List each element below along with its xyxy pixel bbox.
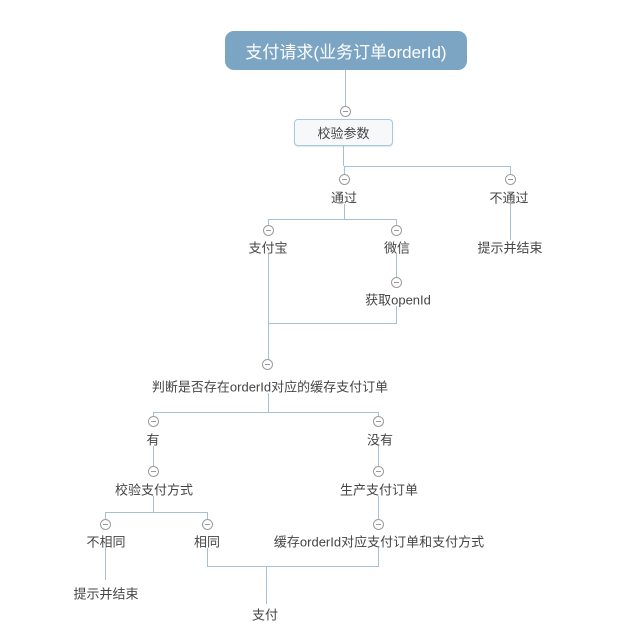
rail-checkmethod-children: [105, 512, 208, 513]
edge-cache-down: [378, 548, 379, 566]
rail-merge-to-pay: [207, 566, 379, 567]
topic-wechat[interactable]: 微信: [383, 240, 411, 256]
collapse-minus-icon[interactable]: [391, 225, 402, 236]
edge-createorder-to-cache: [378, 496, 379, 520]
collapse-minus-icon[interactable]: [340, 106, 351, 117]
edge-checkmethod-down: [153, 496, 154, 512]
edge-alipay-down: [268, 253, 269, 324]
collapse-minus-icon[interactable]: [263, 225, 274, 236]
topic-check-params[interactable]: 校验参数: [294, 119, 393, 146]
edge-to-same: [207, 512, 208, 520]
topic-different[interactable]: 不相同: [86, 534, 126, 550]
edge-to-pass: [344, 166, 345, 175]
topic-create-pay-order[interactable]: 生产支付订单: [339, 482, 419, 498]
edge-pass-down: [344, 204, 345, 220]
topic-cache-order[interactable]: 缓存orderId对应支付订单和支付方式: [273, 534, 485, 550]
topic-exists[interactable]: 有: [146, 432, 160, 448]
edge-same-down: [207, 548, 208, 566]
topic-check-params-label: 校验参数: [317, 126, 370, 141]
topic-root[interactable]: 支付请求(业务订单orderId): [225, 31, 467, 70]
edge-to-exists: [153, 412, 154, 417]
topic-check-pay-method[interactable]: 校验支付方式: [114, 482, 194, 498]
rail-pass-children: [268, 219, 397, 220]
rail-merge-to-judge: [268, 323, 397, 324]
edge-to-pay: [266, 566, 267, 604]
edge-different-to-end: [105, 548, 106, 580]
edge-root-to-check: [345, 70, 346, 106]
collapse-minus-icon[interactable]: [391, 277, 402, 288]
collapse-minus-icon[interactable]: [262, 359, 273, 370]
collapse-minus-icon[interactable]: [148, 466, 159, 477]
collapse-minus-icon[interactable]: [505, 174, 516, 185]
collapse-minus-icon[interactable]: [373, 416, 384, 427]
edge-not-exists-down: [378, 446, 379, 467]
edge-check-down: [343, 146, 344, 166]
topic-root-label: 支付请求(业务订单orderId): [245, 43, 447, 62]
topic-get-openid[interactable]: 获取openId: [365, 292, 431, 308]
edge-openid-down: [396, 306, 397, 324]
collapse-minus-icon[interactable]: [202, 519, 213, 530]
edge-to-judge: [268, 323, 269, 360]
collapse-minus-icon[interactable]: [339, 174, 350, 185]
rail-check-children: [344, 166, 511, 167]
edge-judge-down: [268, 393, 269, 413]
topic-fail[interactable]: 不通过: [489, 190, 529, 206]
edge-to-fail: [510, 166, 511, 175]
topic-judge-cached-order[interactable]: 判断是否存在orderId对应的缓存支付订单: [151, 379, 389, 395]
topic-same[interactable]: 相同: [193, 534, 221, 550]
topic-pay[interactable]: 支付: [251, 607, 279, 623]
topic-different-end[interactable]: 提示并结束: [73, 586, 139, 602]
topic-fail-end[interactable]: 提示并结束: [477, 240, 543, 256]
edge-fail-to-end: [510, 204, 511, 240]
collapse-minus-icon[interactable]: [148, 416, 159, 427]
topic-pass[interactable]: 通过: [330, 190, 358, 206]
edge-exists-down: [153, 446, 154, 467]
collapse-minus-icon[interactable]: [100, 519, 111, 530]
edge-to-not-exists: [378, 412, 379, 417]
topic-not-exists[interactable]: 没有: [366, 432, 394, 448]
collapse-minus-icon[interactable]: [373, 519, 384, 530]
collapse-minus-icon[interactable]: [373, 466, 384, 477]
rail-judge-children: [153, 412, 379, 413]
edge-to-different: [105, 512, 106, 520]
edge-to-alipay: [268, 219, 269, 226]
edge-to-wechat: [396, 219, 397, 226]
topic-alipay[interactable]: 支付宝: [248, 240, 288, 256]
edge-wechat-to-openid: [396, 253, 397, 278]
